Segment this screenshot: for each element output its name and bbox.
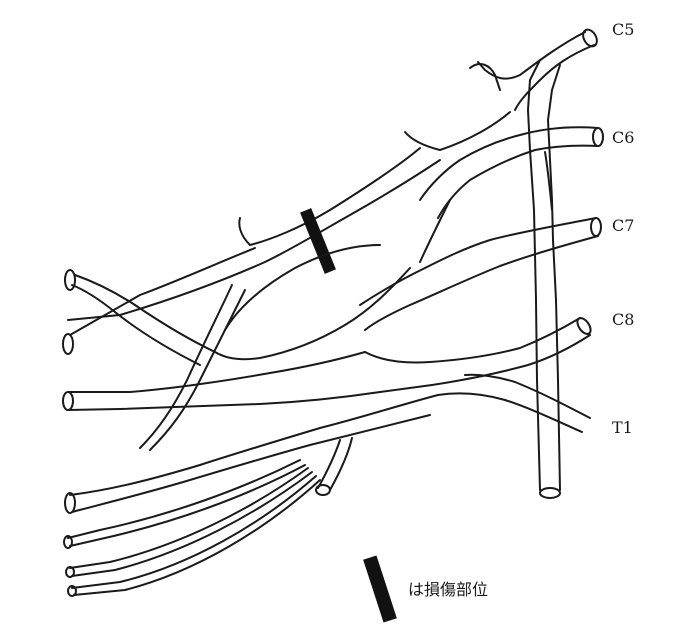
c8-root-upper <box>364 317 581 364</box>
c5-root-end <box>582 28 598 48</box>
c6-root-lower <box>437 144 599 219</box>
c5-root-upper <box>477 31 586 80</box>
upper-trunk-top <box>404 111 511 151</box>
label-c7: C7 <box>612 216 635 235</box>
thin-branch-2b <box>71 471 313 577</box>
c7-root-end <box>590 217 602 237</box>
c8-root-end <box>576 317 592 335</box>
c5-root-lower <box>514 44 595 111</box>
thin-branch-3b <box>73 479 321 596</box>
legend-lesion-text: は損傷部位 <box>408 580 489 599</box>
lower-trunk-top <box>69 394 439 496</box>
connector-loop-upper <box>419 199 451 263</box>
branch-to-top-left-lower <box>71 284 201 366</box>
upper-trunk-bottom <box>67 159 441 321</box>
t1-root-upper <box>464 373 591 419</box>
upper-trunk-branch <box>238 147 421 246</box>
c6-root-upper <box>419 126 599 201</box>
upper-trunk-top-line <box>69 247 256 336</box>
middle-trunk-end <box>62 391 74 411</box>
lesion-marker-upper-trunk <box>300 208 336 274</box>
label-c6: C6 <box>612 128 635 147</box>
vertical-trunk-end <box>539 487 561 499</box>
c6-root-end <box>592 127 604 147</box>
small-down-branch-end <box>315 484 331 496</box>
top-left-end <box>64 269 76 291</box>
c7-root-lower <box>364 235 599 331</box>
legend-lesion-marker <box>363 555 397 623</box>
c5-branch-small <box>469 63 501 91</box>
thin-branch-3 <box>71 475 317 589</box>
label-c5: C5 <box>612 20 635 39</box>
lower-trunk-end <box>64 492 76 514</box>
t1-root-lower <box>437 392 583 433</box>
vertical-trunk-left-edge <box>527 59 541 491</box>
diagonal-branch-a <box>149 289 246 451</box>
thin-branch-2-end <box>65 566 75 578</box>
lateral-loop-bottom <box>214 267 411 361</box>
small-down-branch-right <box>329 437 353 491</box>
connector-loop-lower <box>544 151 553 211</box>
branch-to-top-left <box>74 274 216 353</box>
middle-trunk-top <box>67 351 366 393</box>
diagonal-branch-b <box>139 284 233 449</box>
nerve-network <box>62 28 604 597</box>
thin-branch-1-end <box>63 535 73 549</box>
lower-trunk-bottom <box>71 414 431 513</box>
c7-root-upper <box>359 217 597 306</box>
thin-branch-1b <box>69 464 306 547</box>
upper-trunk-end <box>62 333 74 355</box>
thin-branch-1 <box>67 459 301 539</box>
thin-branch-2 <box>69 467 309 569</box>
small-down-branch-left <box>317 439 341 489</box>
lateral-loop-top <box>224 244 381 331</box>
label-t1: T1 <box>612 418 633 437</box>
middle-trunk-bottom <box>67 391 381 411</box>
thin-branch-3-end <box>67 585 77 597</box>
label-c8: C8 <box>612 310 635 329</box>
